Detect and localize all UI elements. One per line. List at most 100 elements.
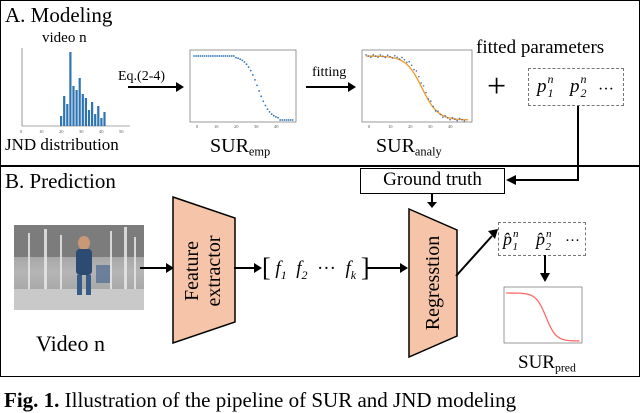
histogram-bar xyxy=(66,104,69,126)
sur-analy-point xyxy=(370,56,372,59)
feature-extractor-label: Feature extractor xyxy=(181,235,225,307)
sur-analy-point xyxy=(398,58,401,60)
sur-analy-point xyxy=(444,115,446,117)
ground-truth-arrow xyxy=(427,193,437,208)
histogram-bar xyxy=(75,90,78,126)
prediction-title: B. Prediction xyxy=(5,169,116,193)
equation-label: Eq.(2-4) xyxy=(118,69,166,84)
video-label: Video n xyxy=(36,331,105,356)
sur-emp-point xyxy=(289,119,292,121)
sur-analy-point xyxy=(415,70,418,72)
sur-analy-point xyxy=(461,118,463,121)
sur-emp-point xyxy=(270,113,273,115)
sur-analy-point xyxy=(408,60,410,63)
histogram-bar xyxy=(69,52,72,126)
fitted-param-2: pn2 xyxy=(570,72,587,100)
features-to-regression-arrow xyxy=(366,263,408,273)
sur-emp-point xyxy=(249,69,252,72)
sur-emp-point xyxy=(245,63,248,66)
histogram-bar xyxy=(100,118,103,126)
sur-emp-point xyxy=(193,55,195,57)
sur-analy-point xyxy=(401,56,403,59)
sur-analy-point xyxy=(413,68,415,71)
fitting-arrow xyxy=(306,82,356,92)
fitting-label: fitting xyxy=(312,65,347,80)
sur-analy-point xyxy=(434,110,437,112)
svg-text:50: 50 xyxy=(119,129,124,134)
sur-analy-point xyxy=(384,56,386,59)
sur-emp-point xyxy=(260,95,263,98)
sur-pred-plot xyxy=(503,286,583,344)
svg-text:10: 10 xyxy=(39,129,44,134)
histogram-label: JND distribution xyxy=(5,135,119,154)
sur-analy-point xyxy=(456,119,458,122)
sur-emp-point xyxy=(258,90,260,92)
sur-emp-point xyxy=(235,56,237,59)
sur-analy-point xyxy=(446,117,449,119)
histogram-bar xyxy=(78,78,81,126)
histogram-bars xyxy=(60,52,106,126)
ground-truth-box: Ground truth xyxy=(360,168,505,194)
sur-analy-point xyxy=(439,113,442,116)
plus-sign: + xyxy=(487,68,507,105)
sur-emp-point xyxy=(264,104,267,107)
sur-emp-point xyxy=(285,119,288,121)
sur-analy-point xyxy=(425,91,427,94)
sur-emp-point xyxy=(214,55,216,57)
sur-emp-point xyxy=(279,119,281,121)
sur-emp-point xyxy=(224,55,227,57)
sur-analy-point xyxy=(403,58,406,61)
histogram-bar xyxy=(60,116,63,126)
sur-emp-point xyxy=(254,79,256,81)
sur-emp-point xyxy=(266,108,269,110)
histogram-bar xyxy=(84,98,87,126)
sur-emp-point xyxy=(291,119,294,121)
predicted-param-2: p̂n2 xyxy=(536,228,552,253)
svg-text:10: 10 xyxy=(214,124,219,129)
sur-analy-point xyxy=(389,55,391,58)
histogram-bar xyxy=(97,106,100,126)
sur-analy-label: SURanaly xyxy=(376,135,442,159)
sur-emp-point xyxy=(216,55,218,57)
svg-text:0: 0 xyxy=(20,129,23,134)
predicted-parameters-box xyxy=(498,222,586,256)
histogram-bar xyxy=(103,112,106,126)
svg-text:40: 40 xyxy=(448,124,453,129)
sur-emp-point xyxy=(262,100,265,103)
sur-analy-point xyxy=(379,54,382,56)
svg-text:40: 40 xyxy=(99,129,104,134)
sur-analy-point xyxy=(458,117,461,120)
sur-emp-point xyxy=(237,57,239,60)
histogram-bar xyxy=(81,94,84,126)
sur-emp-point xyxy=(222,55,225,57)
svg-text:30: 30 xyxy=(254,124,259,129)
sur-analy-point xyxy=(420,82,422,84)
eq-arrow xyxy=(128,82,184,92)
sur-emp-point xyxy=(209,55,212,57)
svg-text:20: 20 xyxy=(234,124,239,129)
histogram-bar xyxy=(63,96,66,126)
histogram-bar xyxy=(91,102,94,126)
sur-emp-point xyxy=(239,58,242,61)
fitted-parameters-label: fitted parameters xyxy=(476,37,605,58)
regression-label: Regresstion xyxy=(422,235,444,331)
sur-analy-point xyxy=(463,120,466,122)
params-to-sur-pred-arrow xyxy=(540,255,550,282)
svg-text:30: 30 xyxy=(79,129,84,134)
sur-emp-point xyxy=(283,119,286,121)
sur-analy-point xyxy=(394,54,396,57)
sur-analy-point xyxy=(454,118,456,121)
regression-block xyxy=(408,208,458,358)
sur-analy-point xyxy=(410,64,413,67)
sur-pred-label: SURpred xyxy=(518,352,576,375)
sur-analy-point xyxy=(382,55,384,57)
sur-analy-fit-line xyxy=(365,55,469,121)
params-to-prediction-arrow xyxy=(506,106,579,185)
sur-emp-point xyxy=(233,55,235,57)
sur-emp-point xyxy=(243,61,246,63)
predicted-param-ellipsis: ··· xyxy=(565,233,580,249)
sur-emp-point xyxy=(277,116,279,119)
fitted-param-1: pn1 xyxy=(537,72,554,100)
